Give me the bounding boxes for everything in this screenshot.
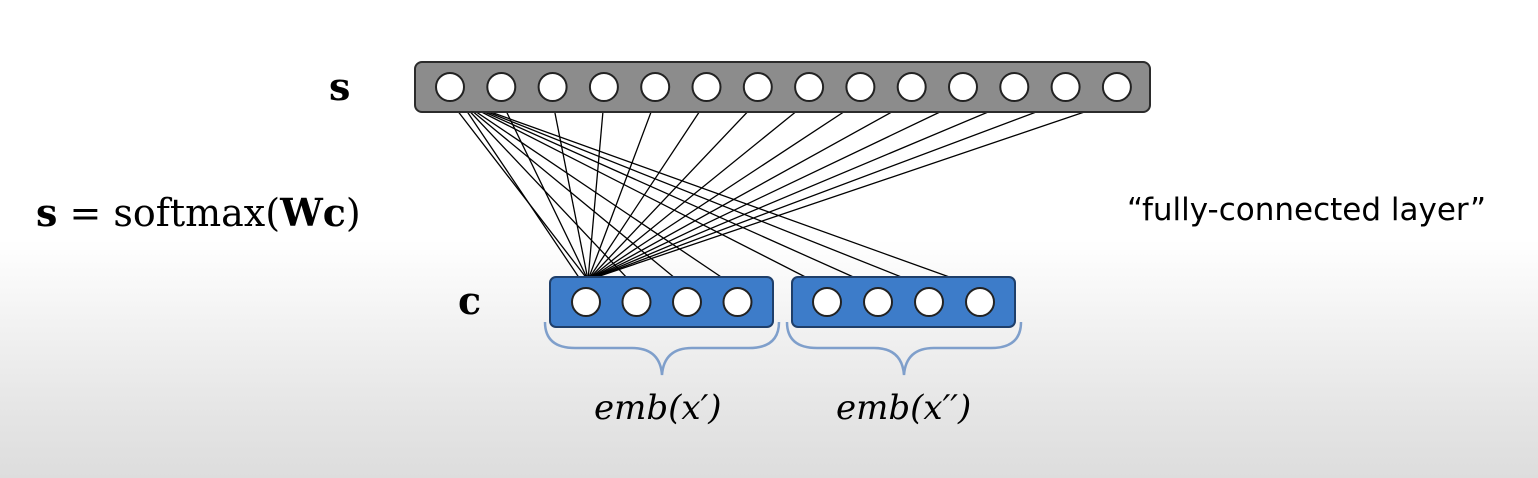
output-layer-bar	[414, 61, 1151, 113]
connection-line	[587, 100, 810, 281]
hidden-node	[722, 287, 753, 317]
output-layer-label: s	[329, 64, 351, 109]
right-embedding-brace	[785, 321, 1023, 376]
output-node	[999, 72, 1030, 102]
hidden-layer-left-bar	[549, 276, 774, 328]
hidden-node	[965, 287, 995, 317]
hidden-node	[812, 287, 842, 317]
output-node	[640, 72, 671, 102]
output-node	[742, 72, 773, 102]
output-node	[435, 72, 465, 102]
connection-lines	[449, 100, 1118, 289]
hidden-node	[914, 287, 944, 317]
output-layer-nodes	[435, 72, 1132, 102]
output-node	[1050, 72, 1081, 102]
connection-line	[587, 100, 1066, 281]
output-node	[691, 72, 722, 102]
output-node	[948, 72, 978, 102]
connection-line	[459, 100, 981, 289]
hidden-layer-nodes	[571, 287, 995, 317]
connection-line	[459, 100, 828, 289]
connection-line	[459, 100, 930, 289]
connection-line	[587, 100, 1015, 281]
hidden-layer-label: c	[458, 278, 482, 323]
connection-line	[587, 100, 964, 281]
connection-line	[459, 100, 738, 289]
hidden-node	[863, 287, 893, 317]
left-embedding-brace	[543, 321, 781, 376]
connection-line	[587, 100, 1118, 281]
hidden-node	[621, 287, 652, 317]
fully-connected-annotation: “fully-connected layer”	[1127, 192, 1487, 228]
hidden-node	[571, 287, 601, 317]
connection-line	[587, 100, 861, 281]
output-node	[896, 72, 927, 102]
connection-line	[459, 100, 637, 289]
output-node	[794, 72, 825, 102]
output-node	[1101, 72, 1132, 102]
formula-softmax: = softmax(	[57, 191, 281, 235]
hidden-node	[672, 287, 702, 317]
connection-line	[551, 100, 589, 281]
output-node	[588, 72, 619, 102]
formula-lhs: s	[36, 190, 58, 235]
formula-close: )	[345, 191, 361, 235]
output-node	[486, 72, 517, 102]
connection-line	[587, 100, 759, 281]
embedding-label-right: emb(x′′)	[836, 388, 972, 428]
connection-line	[449, 100, 589, 281]
output-node	[537, 72, 568, 102]
softmax-formula: s = softmax(Wc)	[36, 190, 361, 235]
formula-weights: Wc	[280, 190, 346, 235]
embedding-label-left: emb(x′)	[594, 388, 722, 428]
connection-line	[459, 100, 587, 289]
connection-line	[587, 100, 656, 281]
hidden-layer-right-bar	[791, 276, 1016, 328]
connection-line	[459, 100, 688, 289]
connection-line	[587, 100, 605, 281]
output-node	[845, 72, 876, 102]
connection-line	[587, 100, 708, 281]
connection-line	[459, 100, 879, 289]
